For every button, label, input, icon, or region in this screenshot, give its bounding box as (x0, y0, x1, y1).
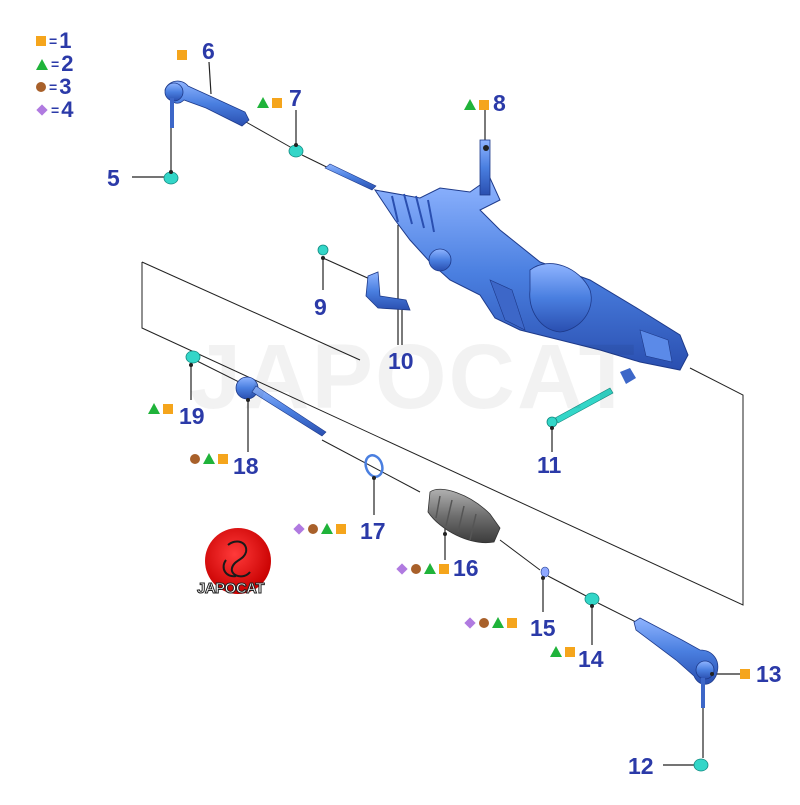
legend-item-triangle: =2 (36, 53, 73, 75)
callout-6: 6 (202, 38, 215, 64)
inner-tie-rod-18 (235, 376, 327, 437)
symbols-18 (190, 453, 228, 464)
legend-item-diamond: =4 (36, 99, 73, 121)
triangle-icon (148, 403, 160, 414)
diamond-icon (464, 616, 476, 629)
tie-rod-end-left (164, 80, 250, 128)
callout-17: 17 (360, 518, 386, 544)
legend-item-square: =1 (36, 30, 71, 52)
bracket-9 (317, 244, 411, 311)
callout-12: 12 (628, 753, 654, 779)
triangle-icon (36, 58, 48, 70)
circle-icon (308, 523, 318, 534)
triangle-icon (321, 523, 333, 534)
clamp-7 (288, 143, 304, 158)
symbols-16 (396, 562, 449, 575)
symbols-17 (293, 522, 346, 535)
inner-tie-rod-upper (324, 163, 377, 191)
legend-label: 1 (59, 28, 72, 53)
symbols-15 (464, 616, 517, 629)
square-icon (479, 99, 489, 110)
callout-18: 18 (233, 453, 259, 479)
symbols-8 (464, 99, 489, 110)
nut-5 (163, 170, 179, 185)
square-icon (163, 403, 173, 414)
clip-15 (540, 566, 550, 580)
symbols-19 (148, 403, 173, 414)
nut-12 (693, 758, 709, 772)
symbols-14 (550, 646, 575, 657)
symbols-6 (177, 50, 187, 60)
square-icon (740, 669, 750, 679)
square-icon (272, 97, 282, 108)
callout-11: 11 (537, 452, 562, 478)
legend-label: 4 (61, 97, 74, 122)
triangle-icon (424, 563, 436, 574)
square-icon (565, 646, 575, 657)
square-icon (439, 563, 449, 574)
callout-13: 13 (756, 661, 782, 687)
diamond-icon (36, 104, 48, 116)
japocat-logo (205, 528, 271, 594)
callout-5: 5 (107, 165, 120, 191)
callout-7: 7 (289, 85, 302, 111)
square-icon (177, 50, 187, 60)
symbols-13 (740, 669, 750, 679)
diamond-icon (396, 562, 408, 575)
inner-tie-rod-11 (546, 387, 614, 430)
circle-icon (36, 82, 46, 92)
callout-9: 9 (314, 294, 327, 320)
callout-14: 14 (578, 646, 604, 672)
triangle-icon (257, 97, 269, 108)
legend-label: 3 (59, 74, 72, 99)
callout-19: 19 (179, 403, 205, 429)
legend-label: 2 (61, 51, 74, 76)
triangle-icon (550, 646, 562, 657)
logo-text: JAPOCAT (196, 580, 265, 598)
circle-icon (411, 563, 421, 574)
symbols-7 (257, 97, 282, 108)
watermark: JAPOCAT (190, 326, 637, 428)
circle-icon (479, 617, 489, 628)
triangle-icon (203, 453, 215, 464)
boot-16 (427, 488, 501, 544)
callout-16: 16 (453, 555, 479, 581)
ring-17 (364, 454, 384, 480)
diamond-icon (293, 522, 305, 535)
square-icon (36, 36, 46, 46)
callout-15: 15 (530, 615, 556, 641)
triangle-icon (492, 617, 504, 628)
callout-8: 8 (493, 90, 506, 116)
square-icon (336, 523, 346, 534)
circle-icon (190, 453, 200, 464)
legend-item-circle: =3 (36, 76, 71, 98)
steering-rack (373, 139, 689, 384)
clamp-14 (584, 592, 600, 608)
callout-10: 10 (388, 348, 414, 374)
tie-rod-end-right (633, 617, 719, 708)
triangle-icon (464, 99, 476, 110)
clamp-19 (185, 350, 201, 367)
square-icon (507, 617, 517, 628)
square-icon (218, 453, 228, 464)
assembly-lines (141, 121, 744, 623)
